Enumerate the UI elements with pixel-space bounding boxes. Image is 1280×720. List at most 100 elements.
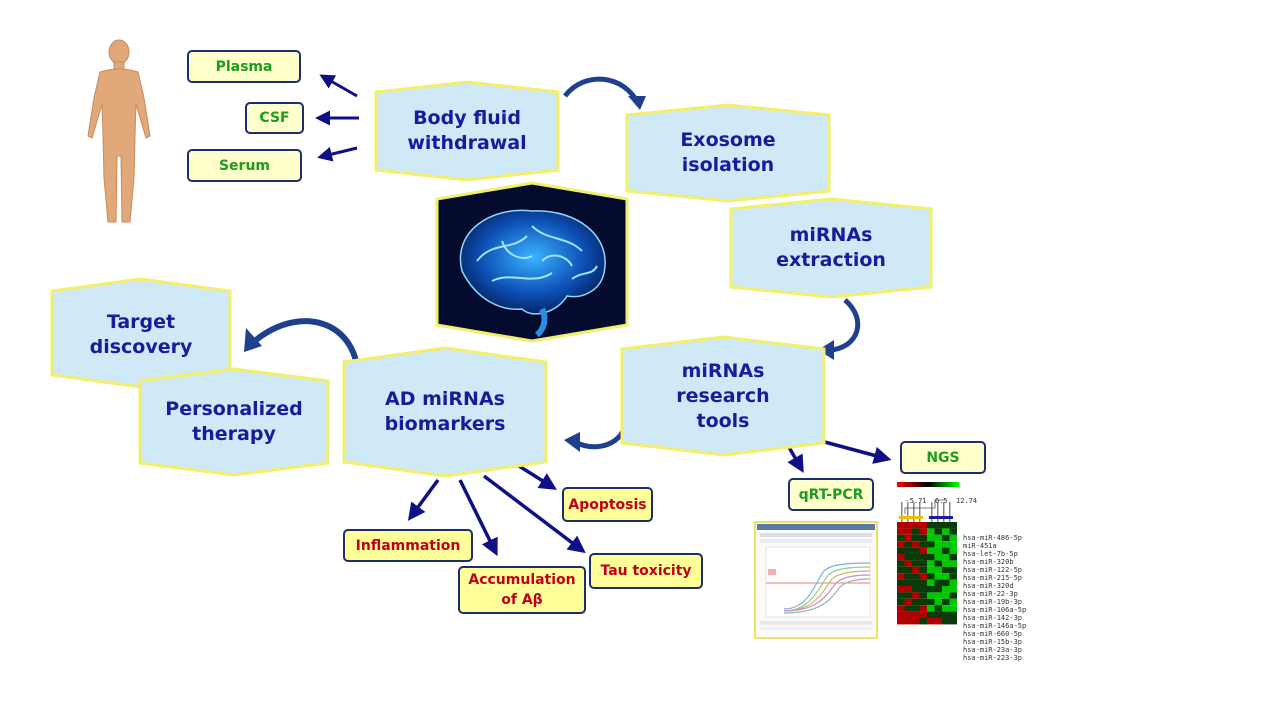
serum-box: Serum [187,149,302,182]
heatmap-cell [919,560,927,567]
brain-image [435,181,629,343]
heatmap-cell [912,573,920,580]
heatmap-cell [897,592,905,599]
heatmap-mirna-label: hsa-miR-106a-5p [963,606,1027,614]
heatmap-cell [927,579,935,586]
heatmap-mirna-label: hsa-miR-19b-3p [963,598,1023,606]
heatmap-cell [897,541,905,548]
heatmap-cell [919,554,927,561]
heatmap-cell [919,547,927,554]
heatmap-cell [949,566,957,574]
heatmap-cell [927,547,935,554]
heatmap-cell [927,573,935,580]
heatmap-cell [912,579,920,586]
heatmap-scale-mid: 6.5 [934,497,948,505]
heatmap-cell [897,579,905,586]
heatmap-cell [949,554,957,561]
heatmap-cell [927,566,935,574]
heatmap-cell [904,560,912,567]
heatmap-cell [897,605,905,612]
heatmap-cell [897,560,905,567]
heatmap-cell [919,534,927,542]
heatmap-cell [927,618,935,625]
heatmap-cell [949,586,957,593]
heatmap-cell [934,598,942,606]
heatmap-cell [934,534,942,542]
heatmap-cell [942,522,950,529]
heatmap-cell [919,579,927,586]
hex-ad-biomarkers-label: AD miRNAs biomarkers [384,388,506,435]
qrtpcr-amplification-plot-image [754,521,878,639]
heatmap-cell [912,534,920,542]
heatmap-cell [934,566,942,574]
heatmap-cell [912,547,920,554]
heatmap-cell [912,560,920,567]
heatmap-mirna-label: hsa-miR-320d [963,582,1014,590]
heatmap-cell [919,586,927,593]
heatmap-cell [927,534,935,542]
hex-mirna-extraction-label: miRNAs extraction [776,224,886,271]
heatmap-cell [934,605,942,612]
heatmap-cell [912,566,920,574]
heatmap-cell [942,598,950,606]
heatmap-cell [904,579,912,586]
heatmap-cell [904,611,912,618]
heatmap-cell [927,592,935,599]
heatmap-cell [949,541,957,548]
heatmap-scale-labels: -5.71 6.5 12.74 [897,489,977,505]
csf-box: CSF [245,102,304,134]
heatmap-mirna-label: hsa-miR-22-3p [963,590,1018,598]
arrow-to-tau [482,474,586,554]
heatmap-cell [934,528,942,535]
heatmap-cell [949,611,957,618]
curve-arrow-head-2 [818,340,834,360]
curve-arrow-head-1 [628,96,646,110]
heatmap-cell [934,554,942,561]
heatmap-cell [949,534,957,542]
heatmap-cell [934,547,942,554]
apoptosis-box: Apoptosis [562,487,653,522]
heatmap-mirna-label: hsa-miR-223-3p [963,654,1023,662]
heatmap-cell [934,541,942,548]
heatmap-image [897,482,959,625]
heatmap-cell [942,554,950,561]
heatmap-cell [904,598,912,606]
heatmap-cell [942,611,950,618]
heatmap-cell [934,592,942,599]
heatmap-mirna-label: hsa-miR-146a-5p [963,622,1027,630]
heatmap-cell [949,573,957,580]
heatmap-cell [904,605,912,612]
heatmap-mirna-label: hsa-miR-320b [963,558,1014,566]
heatmap-cell [897,566,905,574]
ngs-box: NGS [900,441,986,474]
heatmap-cell [942,547,950,554]
heatmap-cell [942,573,950,580]
heatmap-cell [897,554,905,561]
hex-research-tools [620,335,826,457]
heatmap-cell [949,579,957,586]
heatmap-cell [949,547,957,554]
curve-arrow-biomarkers-to-target [254,318,361,376]
heatmap-cell [949,560,957,567]
heatmap-cell [912,586,920,593]
heatmap-cell [949,605,957,612]
heatmap-cell [934,586,942,593]
heatmap-scale-min: -5.71 [905,497,927,505]
heatmap-cell [904,618,912,625]
heatmap-mirna-label: hsa-miR-660-5p [963,630,1023,638]
heatmap-cell [927,522,935,529]
heatmap-cell [897,586,905,593]
heatmap-cell [897,598,905,606]
heatmap-cell [904,586,912,593]
heatmap-cell [934,579,942,586]
heatmap-cell [919,611,927,618]
heatmap-cell [949,592,957,599]
heatmap-cell [942,534,950,542]
heatmap-cell [919,566,927,574]
heatmap-mirna-label: hsa-miR-15b-3p [963,638,1023,646]
heatmap-cell [912,528,920,535]
hex-personalized [138,367,330,477]
heatmap-mirna-label: miR-451a [963,542,997,550]
heatmap-cell [919,592,927,599]
